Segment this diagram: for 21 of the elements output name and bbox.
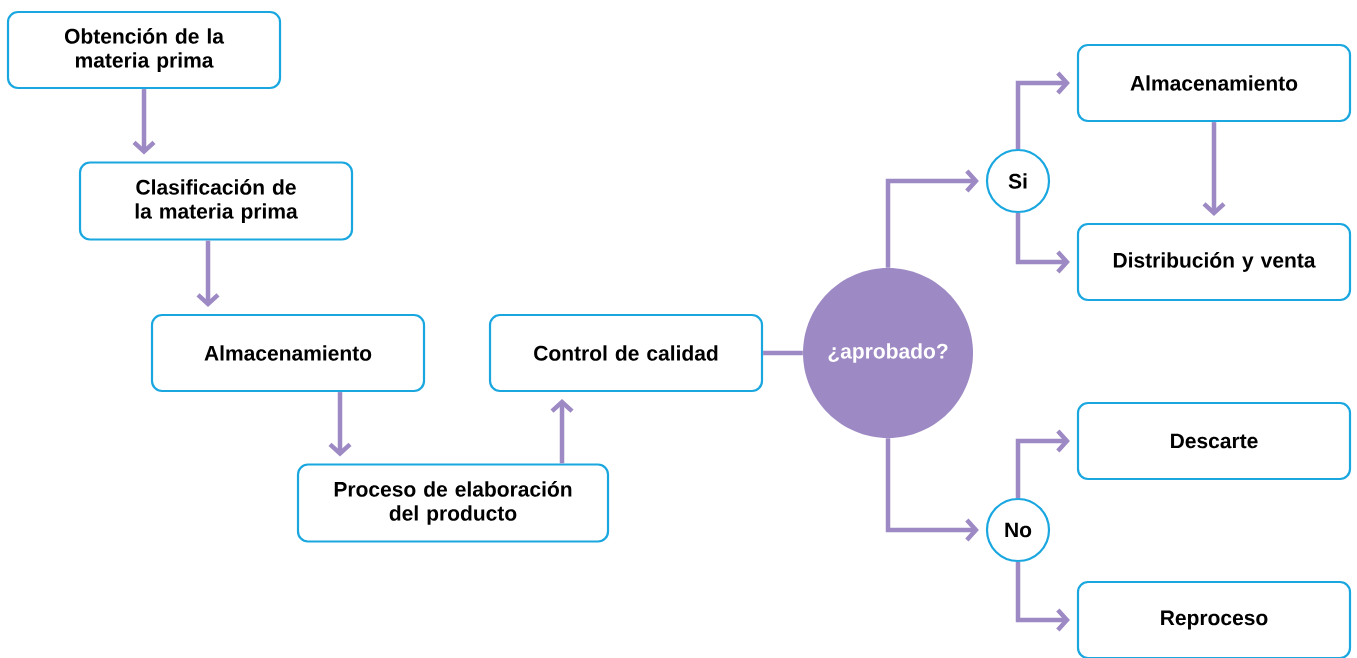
connector-line bbox=[763, 350, 803, 356]
arrow bbox=[1015, 213, 1070, 274]
process-box: Distribución y venta bbox=[1076, 222, 1352, 302]
process-box: Descarte bbox=[1076, 401, 1352, 481]
process-box: Almacenamiento bbox=[1076, 43, 1352, 123]
arrow bbox=[885, 438, 979, 542]
arrow bbox=[1015, 71, 1070, 149]
arrow bbox=[1015, 429, 1070, 498]
arrow bbox=[196, 240, 220, 307]
arrow bbox=[1015, 562, 1070, 632]
process-box: Obtención de la materia prima bbox=[6, 10, 282, 90]
process-box: Proceso de elaboración del producto bbox=[296, 463, 610, 543]
arrow bbox=[550, 399, 574, 464]
process-box: Control de calidad bbox=[488, 313, 764, 393]
process-box: Reproceso bbox=[1076, 580, 1352, 658]
process-box: Almacenamiento bbox=[150, 313, 426, 393]
arrow bbox=[1202, 122, 1226, 216]
arrow bbox=[328, 392, 352, 457]
arrow bbox=[132, 89, 156, 155]
arrow bbox=[885, 169, 979, 268]
process-box: Clasificación de la materia prima bbox=[78, 161, 354, 241]
